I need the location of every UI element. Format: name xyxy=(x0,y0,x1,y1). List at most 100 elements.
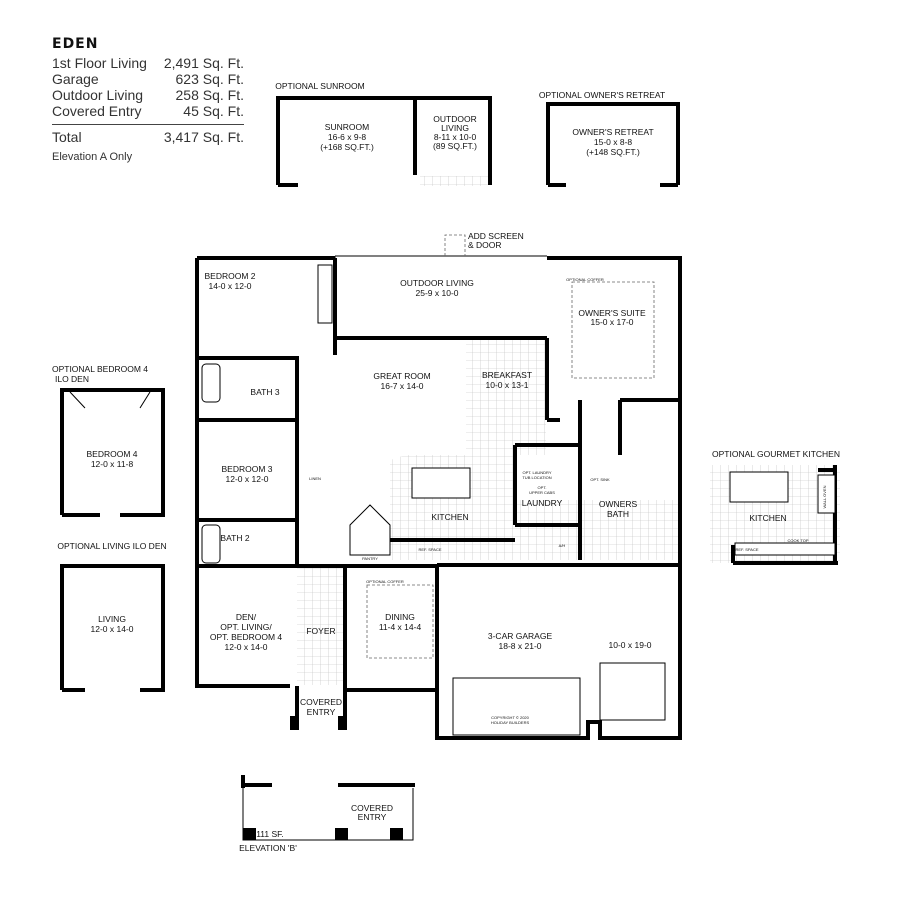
elevation-b: COVERED ENTRY 111 SF. ELEVATION 'B' xyxy=(239,775,415,853)
room-label: COVERED xyxy=(351,803,393,813)
room-label: LIVING xyxy=(98,614,126,624)
room-label: ILO DEN xyxy=(55,374,89,384)
room-label: REF. SPACE xyxy=(735,547,758,552)
room-label: OUTDOOR LIVING xyxy=(400,278,474,288)
room-label: ADD SCREEN xyxy=(468,231,524,241)
room-label: 11-4 x 14-4 xyxy=(379,622,422,632)
room-label: OPT. xyxy=(538,485,547,490)
summary-row: 1st Floor Living 2,491 Sq. Ft. xyxy=(52,55,244,71)
room-label: WALL OVEN xyxy=(822,485,827,508)
room-label: OWNERS xyxy=(599,499,638,509)
room-label: OWNER'S RETREAT xyxy=(572,127,653,137)
room-label: BATH xyxy=(607,509,629,519)
room-label: OPTIONAL SUNROOM xyxy=(275,81,364,91)
summary-row: Outdoor Living 258 Sq. Ft. xyxy=(52,87,244,103)
room-label: LIVING xyxy=(441,123,469,133)
room-label: KITCHEN xyxy=(431,512,468,522)
optional-sunroom: OPTIONAL SUNROOM SUNROOM 16-6 x 9-8 (+16… xyxy=(275,81,492,187)
room-label: HOLIDAY BUILDERS xyxy=(491,720,530,725)
room-label: 258 Sq. Ft. xyxy=(175,87,244,103)
room-label: LINEN xyxy=(309,476,321,481)
room-label: OPT. BEDROOM 4 xyxy=(210,632,283,642)
room-label: BEDROOM 3 xyxy=(221,464,272,474)
room-label: 16-6 x 9-8 xyxy=(328,132,367,142)
room-label: 12-0 x 11-8 xyxy=(91,459,134,469)
room-label: (89 SQ.FT.) xyxy=(433,141,477,151)
room-label: 45 Sq. Ft. xyxy=(183,103,244,119)
room-label: Outdoor Living xyxy=(52,87,144,103)
room-label: BEDROOM 4 xyxy=(86,449,137,459)
room-label: OPT. SINK xyxy=(590,477,610,482)
room-label: 3-CAR GARAGE xyxy=(488,631,553,641)
room-label: OWNER'S SUITE xyxy=(578,308,646,318)
room-label: 8-11 x 10-0 xyxy=(434,132,477,142)
room-label: 10-0 x 19-0 xyxy=(609,640,652,650)
room-label: OPT. LAUNDRY xyxy=(522,470,551,475)
optional-bedroom-4: OPTIONAL BEDROOM 4 ILO DEN BEDROOM 4 12-… xyxy=(52,364,165,517)
room-label: 12-0 x 14-0 xyxy=(225,642,268,652)
room-label: BREAKFAST xyxy=(482,370,532,380)
room-label: & DOOR xyxy=(468,240,502,250)
optional-living: OPTIONAL LIVING ILO DEN LIVING 12-0 x 14… xyxy=(57,541,167,692)
room-label: OPTIONAL COFFER xyxy=(566,277,604,282)
room-label: LAUNDRY xyxy=(522,498,563,508)
room-label: PANTRY xyxy=(362,556,378,561)
area-summary: EDEN 1st Floor Living 2,491 Sq. Ft. Garag… xyxy=(52,36,244,163)
room-label: ENTRY xyxy=(358,812,387,822)
room-label: ELEVATION 'B' xyxy=(239,843,297,853)
room-label: OPTIONAL OWNER'S RETREAT xyxy=(539,90,665,100)
room-label: REF. SPACE xyxy=(418,547,441,552)
room-label: Total xyxy=(52,129,82,145)
room-label: GREAT ROOM xyxy=(373,371,430,381)
room-label: 10-0 x 13-1 xyxy=(486,380,529,390)
room-label: 2,491 Sq. Ft. xyxy=(163,55,244,71)
room-label: KITCHEN xyxy=(749,513,786,523)
room-label: 3,417 Sq. Ft. xyxy=(163,129,244,145)
summary-total: Total 3,417 Sq. Ft. xyxy=(52,129,244,145)
room-label: 12-0 x 14-0 xyxy=(91,624,134,634)
room-label: 18-8 x 21-0 xyxy=(499,641,542,651)
room-label: 15-0 x 17-0 xyxy=(591,317,634,327)
room-label: 1st Floor Living xyxy=(52,55,147,71)
room-label: UPPER CABS xyxy=(529,490,555,495)
room-label: OPTIONAL BEDROOM 4 xyxy=(52,364,148,374)
room-label: BATH 3 xyxy=(250,387,279,397)
optional-gourmet-kitchen: OPTIONAL GOURMET KITCHEN KITCHEN REF. SP… xyxy=(710,449,840,565)
main-floor-plan: ADD SCREEN & DOOR BEDROOM 2 14-0 x 12-0 … xyxy=(195,231,682,740)
room-label: Covered Entry xyxy=(52,103,142,119)
room-label: FOYER xyxy=(306,626,335,636)
room-label: 12-0 x 12-0 xyxy=(226,474,269,484)
room-label: A/H xyxy=(559,543,566,548)
divider xyxy=(52,124,244,125)
room-label: BEDROOM 2 xyxy=(204,271,255,281)
room-label: (+148 SQ.FT.) xyxy=(586,147,640,157)
room-label: (+168 SQ.FT.) xyxy=(320,142,374,152)
room-label: DEN/ xyxy=(236,612,257,622)
room-label: 15-0 x 8-8 xyxy=(594,137,633,147)
room-label: COOK TOP xyxy=(788,538,809,543)
summary-row: Garage 623 Sq. Ft. xyxy=(52,71,244,87)
room-label: OPTIONAL LIVING ILO DEN xyxy=(57,541,166,551)
elevation-note: Elevation A Only xyxy=(52,151,133,163)
room-label: OPTIONAL COFFER xyxy=(366,579,404,584)
summary-row: Covered Entry 45 Sq. Ft. xyxy=(52,103,244,119)
room-label: TUB LOCATION xyxy=(522,475,551,480)
room-label: 25-9 x 10-0 xyxy=(416,288,459,298)
room-label: DINING xyxy=(385,612,415,622)
room-label: OUTDOOR xyxy=(433,114,476,124)
room-label: 111 SF. xyxy=(256,829,284,839)
room-label: SUNROOM xyxy=(325,122,369,132)
room-label: COVERED xyxy=(300,697,342,707)
room-label: Garage xyxy=(52,71,99,87)
plan-title: EDEN xyxy=(52,36,99,52)
room-label: ENTRY xyxy=(307,707,336,717)
room-label: OPTIONAL GOURMET KITCHEN xyxy=(712,449,840,459)
room-label: OPT. LIVING/ xyxy=(220,622,272,632)
room-label: BATH 2 xyxy=(220,533,249,543)
room-label: COPYRIGHT © 2020 xyxy=(491,715,530,720)
room-label: 623 Sq. Ft. xyxy=(175,71,244,87)
room-label: 16-7 x 14-0 xyxy=(381,381,424,391)
room-label: 14-0 x 12-0 xyxy=(209,281,252,291)
optional-owners-retreat: OPTIONAL OWNER'S RETREAT OWNER'S RETREAT… xyxy=(539,90,680,187)
